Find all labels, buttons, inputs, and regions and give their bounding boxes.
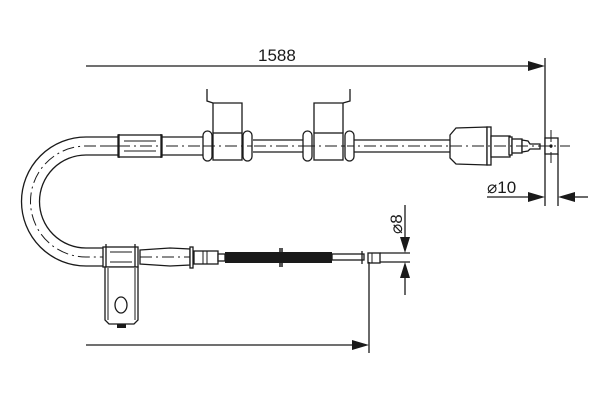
arrow-right-icon	[528, 192, 545, 202]
arrow-up-icon	[400, 262, 410, 278]
arrow-right-icon	[528, 61, 545, 71]
end-fitting-diameter-dimension: ⌀10	[487, 154, 588, 206]
cable-sheath	[20, 136, 565, 267]
arrow-right-icon	[352, 340, 369, 350]
eye-diameter-label: ⌀8	[387, 214, 406, 234]
mounting-clip-1	[202, 89, 253, 162]
upper-sleeve	[117, 134, 163, 158]
overall-length-label: 1588	[258, 46, 296, 65]
eye-diameter-dimension: ⌀8	[380, 205, 410, 295]
arrow-left-icon	[558, 192, 575, 202]
mounting-clip-2	[302, 89, 355, 162]
right-end-fitting	[449, 126, 570, 166]
lower-end-fitting	[139, 246, 381, 269]
lower-reference-dimension	[86, 262, 370, 353]
overall-length-dimension: 1588	[86, 46, 546, 206]
arrow-down-icon	[400, 237, 410, 253]
lower-bracket	[102, 244, 139, 328]
end-fitting-diameter-label: ⌀10	[487, 178, 516, 197]
